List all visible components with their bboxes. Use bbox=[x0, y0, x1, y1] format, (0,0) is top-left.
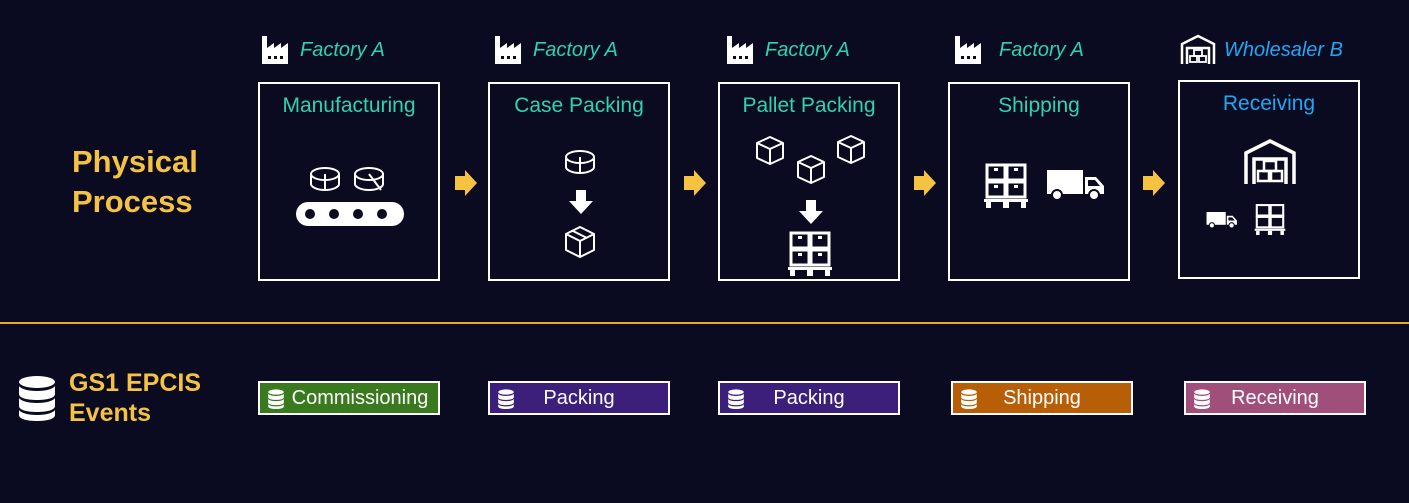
location-label-step3: Factory A bbox=[725, 34, 850, 66]
epcis-events-label: GS1 EPCIS Events bbox=[69, 369, 201, 427]
event-label: Packing bbox=[773, 386, 845, 409]
event-label: Shipping bbox=[1003, 386, 1081, 409]
location-text: Wholesaler B bbox=[1224, 38, 1343, 61]
pallet-icon bbox=[984, 163, 1028, 208]
arrow-right-icon bbox=[455, 170, 477, 196]
location-label-step2: Factory A bbox=[493, 34, 618, 66]
process-title: Case Packing bbox=[514, 94, 644, 117]
database-icon bbox=[1194, 389, 1210, 409]
warehouse-icon bbox=[1180, 34, 1216, 64]
event-receiving: Receiving bbox=[1184, 381, 1366, 415]
event-commissioning: Commissioning bbox=[258, 381, 440, 415]
event-label: Receiving bbox=[1231, 386, 1319, 409]
location-label-step5: Wholesaler B bbox=[1180, 34, 1343, 66]
location-label-step4: Factory A bbox=[953, 34, 1084, 66]
location-label-step1: Factory A bbox=[260, 34, 385, 66]
process-box-shipping: Shipping bbox=[948, 82, 1130, 281]
factory-icon bbox=[495, 36, 521, 64]
cheese-wheel-icon bbox=[565, 150, 595, 175]
pallet-icon bbox=[1254, 204, 1286, 235]
process-box-pallet-packing: Pallet Packing bbox=[718, 82, 900, 281]
process-box-case-packing: Case Packing bbox=[488, 82, 670, 281]
section-divider bbox=[0, 322, 1409, 324]
process-box-manufacturing: Manufacturing bbox=[258, 82, 440, 281]
box-icon bbox=[565, 226, 595, 258]
warehouse-icon bbox=[1244, 139, 1296, 184]
pallet-icon bbox=[788, 231, 832, 276]
process-title: Receiving bbox=[1222, 92, 1316, 115]
database-icon bbox=[498, 389, 514, 409]
location-text: Factory A bbox=[999, 38, 1084, 61]
arrow-right-icon bbox=[684, 170, 706, 196]
cheese-wheel-icon bbox=[310, 167, 384, 192]
factory-icon bbox=[955, 36, 981, 64]
physical-process-label: Physical Process bbox=[72, 144, 198, 219]
process-title: Manufacturing bbox=[282, 94, 416, 117]
process-title: Shipping bbox=[998, 94, 1080, 117]
truck-icon bbox=[1206, 212, 1237, 229]
event-packing-case: Packing bbox=[488, 381, 670, 415]
database-icon bbox=[961, 389, 977, 409]
arrow-down-icon bbox=[799, 200, 823, 224]
location-text: Factory A bbox=[533, 38, 618, 61]
boxes-icon bbox=[756, 135, 865, 184]
conveyor-belt-icon bbox=[296, 202, 404, 226]
event-label: Packing bbox=[543, 386, 615, 409]
process-box-receiving: Receiving bbox=[1178, 80, 1360, 279]
event-shipping: Shipping bbox=[951, 381, 1133, 415]
database-icon bbox=[19, 376, 55, 421]
location-text: Factory A bbox=[765, 38, 850, 61]
location-text: Factory A bbox=[300, 38, 385, 61]
truck-icon bbox=[1047, 170, 1104, 201]
arrow-right-icon bbox=[914, 170, 936, 196]
event-packing-pallet: Packing bbox=[718, 381, 900, 415]
process-title: Pallet Packing bbox=[742, 94, 876, 117]
database-icon bbox=[268, 389, 284, 409]
database-icon bbox=[728, 389, 744, 409]
factory-icon bbox=[262, 36, 288, 64]
event-label: Commissioning bbox=[291, 386, 429, 409]
arrow-right-icon bbox=[1143, 170, 1165, 196]
factory-icon bbox=[727, 36, 753, 64]
arrow-down-icon bbox=[569, 190, 593, 214]
